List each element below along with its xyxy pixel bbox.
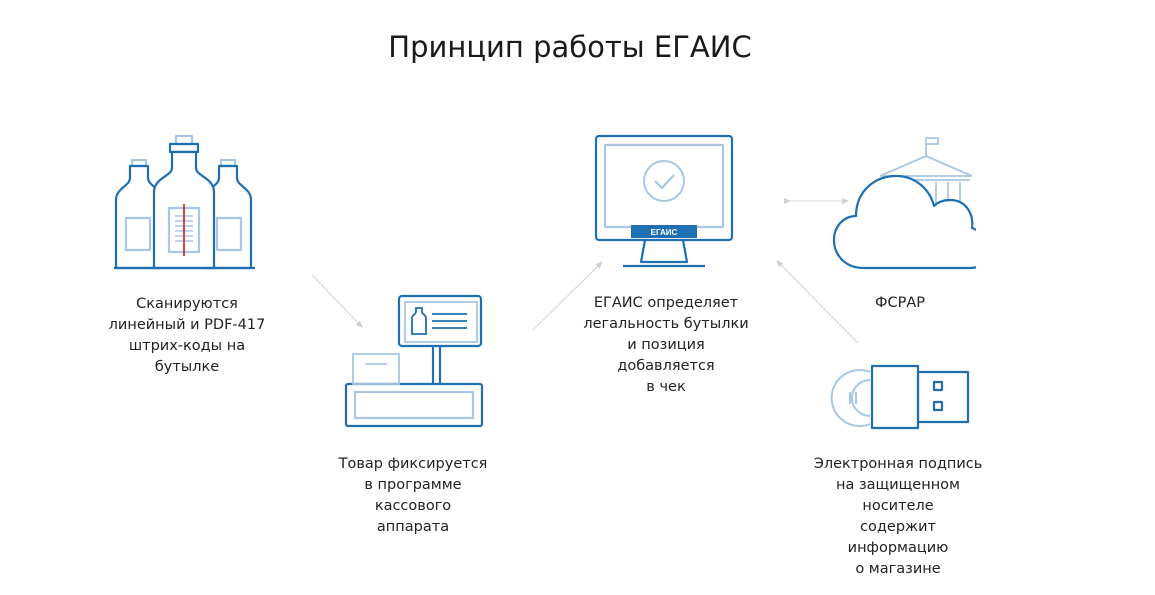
- caption-cloud: ФСРАР: [805, 293, 995, 314]
- caption-line: аппарата: [376, 519, 450, 535]
- caption-line: линейный и PDF-417: [108, 317, 266, 333]
- caption-line: информацию: [847, 540, 949, 556]
- fsrar-cloud-icon: [832, 137, 976, 270]
- usb-token-icon: [830, 364, 970, 430]
- caption-line: штрих-коды на: [128, 338, 246, 354]
- egais-monitor-icon: ЕГАИС: [594, 134, 734, 268]
- caption-line: бутылке: [154, 359, 220, 375]
- caption-bottles: Сканируются линейный и PDF-417 штрих-код…: [92, 294, 282, 378]
- caption-line: Сканируются: [136, 296, 238, 312]
- caption-register: Товар фиксируется в программе кассового …: [318, 454, 508, 538]
- caption-line: ЕГАИС определяет: [593, 295, 739, 311]
- caption-monitor: ЕГАИС определяет легальность бутылки и п…: [566, 293, 766, 398]
- arrow-bottles-to-register: [311, 274, 363, 328]
- caption-line: ФСРАР: [874, 295, 925, 311]
- caption-line: на защищенном: [835, 477, 960, 493]
- caption-line: кассового: [374, 498, 452, 514]
- caption-line: в программе: [364, 477, 462, 493]
- monitor-screen-label: ЕГАИС: [651, 228, 678, 237]
- arrow-token-to-monitor: [776, 260, 859, 344]
- caption-line: легальность бутылки: [583, 316, 749, 332]
- caption-line: носителе: [862, 498, 934, 514]
- caption-line: в чек: [646, 379, 686, 395]
- cash-register-icon: [344, 294, 484, 428]
- caption-token: Электронная подпись на защищенном носите…: [798, 454, 998, 580]
- caption-line: и позиция: [627, 337, 705, 353]
- caption-line: Товар фиксируется: [338, 456, 488, 472]
- caption-line: добавляется: [617, 358, 715, 374]
- caption-line: содержит: [860, 519, 936, 535]
- caption-line: Электронная подпись: [813, 456, 983, 472]
- bottles-barcode-icon: [114, 134, 255, 270]
- arrow-register-to-monitor: [532, 261, 603, 331]
- page-title: Принцип работы ЕГАИС: [388, 30, 752, 64]
- caption-line: о магазине: [855, 561, 941, 577]
